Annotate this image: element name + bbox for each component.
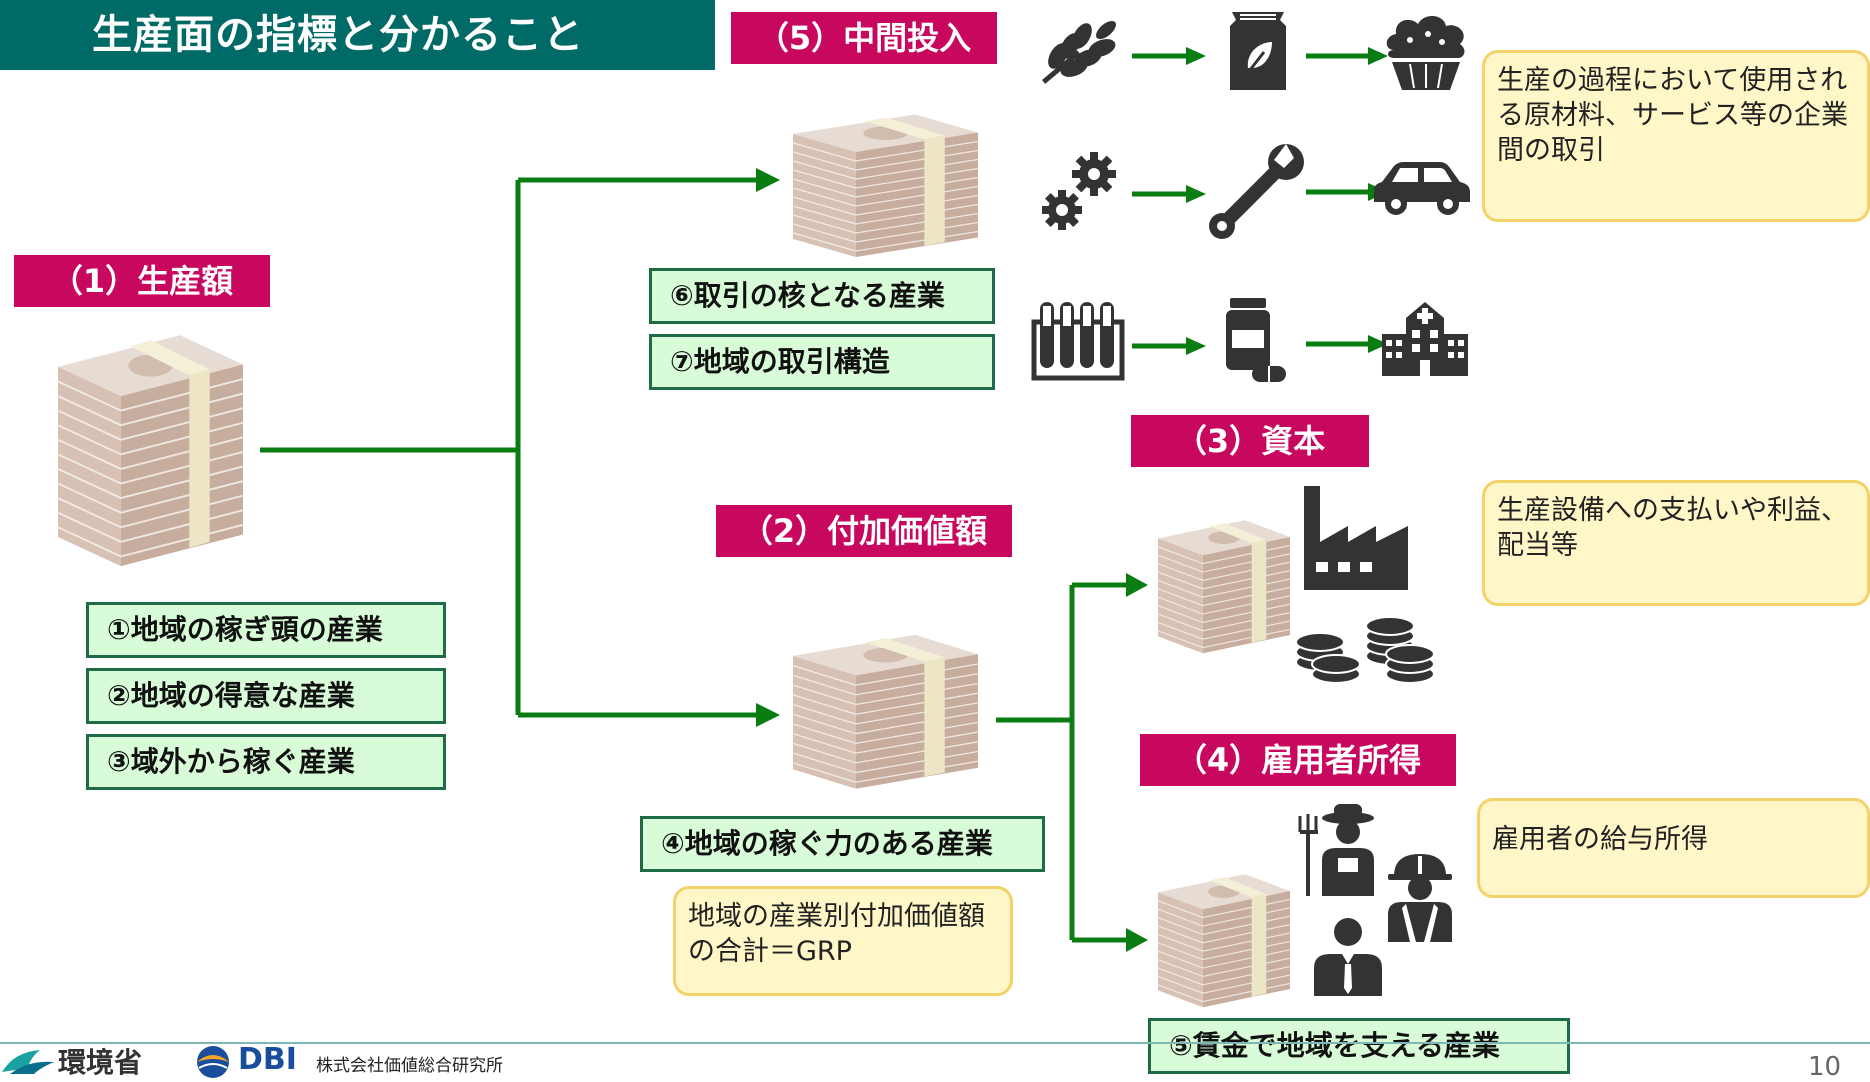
money-stack-intermediate-icon [793, 110, 978, 260]
arrowhead-chain-3a [1186, 337, 1206, 355]
car-icon [1374, 162, 1470, 215]
flour-bag-icon [1230, 12, 1286, 90]
money-stack-employee-icon [1158, 870, 1290, 1010]
label-capital: （3）資本 [1131, 415, 1369, 467]
factory-icon [1304, 486, 1408, 590]
company-name: 株式会社価値総合研究所 [316, 1056, 503, 1076]
ministry-logo-icon [2, 1050, 54, 1074]
note-intermediate: 生産の過程において使用される原材料、サービス等の企業間の取引 [1482, 50, 1870, 222]
item-production-2: ②地域の得意な産業 [86, 668, 446, 724]
page-number: 10 [1808, 1052, 1842, 1082]
arrowhead-chain-1b [1368, 47, 1388, 65]
wrench-icon [1209, 144, 1304, 239]
arrowhead-value-added [756, 703, 780, 727]
money-stack-production-icon [58, 328, 243, 571]
businessperson-icon [1314, 918, 1382, 996]
label-employee-income: （4）雇用者所得 [1140, 734, 1456, 786]
note-capital: 生産設備への支払いや利益、配当等 [1482, 480, 1870, 606]
item-production-3: ③域外から稼ぐ産業 [86, 734, 446, 790]
item-intermediate-1: ⑥取引の核となる産業 [649, 268, 995, 324]
test-tubes-icon [1031, 302, 1125, 381]
item-intermediate-2: ⑦地域の取引構造 [649, 334, 995, 390]
footer-divider [0, 1042, 1870, 1044]
farmer-icon [1298, 804, 1374, 896]
item-value-added: ④地域の稼ぐ力のある産業 [640, 816, 1045, 872]
note-grp: 地域の産業別付加価値額の合計＝GRP [673, 886, 1013, 996]
cupcake-icon [1386, 15, 1465, 90]
dbi-logo-icon [197, 1046, 229, 1078]
arrowhead-chain-3b [1368, 335, 1388, 353]
note-employee: 雇用者の給与所得 [1477, 798, 1870, 898]
item-wage: ⑤賃金で地域を支える産業 [1148, 1018, 1570, 1074]
arrowhead-chain-2a [1186, 185, 1206, 203]
ministry-name: 環境省 [58, 1046, 143, 1079]
coins-icon [1295, 616, 1435, 684]
arrowhead-intermediate [756, 168, 780, 192]
title-bar [0, 0, 715, 70]
label-production: （1）生産額 [14, 255, 270, 307]
money-stack-value-added-icon [793, 630, 978, 792]
page-title: 生産面の指標と分かること [92, 12, 584, 58]
dbi-wordmark: DBI [238, 1042, 297, 1077]
arrowhead-employee [1126, 928, 1148, 952]
construction-worker-icon [1388, 854, 1452, 942]
arrowhead-capital [1126, 573, 1148, 597]
label-value-added: （2）付加価値額 [716, 505, 1012, 557]
hospital-icon [1382, 302, 1468, 376]
money-stack-capital-icon [1158, 516, 1290, 656]
arrowhead-chain-1a [1186, 47, 1206, 65]
wheat-icon [1042, 21, 1116, 84]
item-production-1: ①地域の稼ぎ頭の産業 [86, 602, 446, 658]
label-intermediate-input: （5）中間投入 [731, 12, 997, 64]
medicine-bottle-icon [1226, 298, 1286, 382]
gears-icon [1042, 152, 1116, 230]
